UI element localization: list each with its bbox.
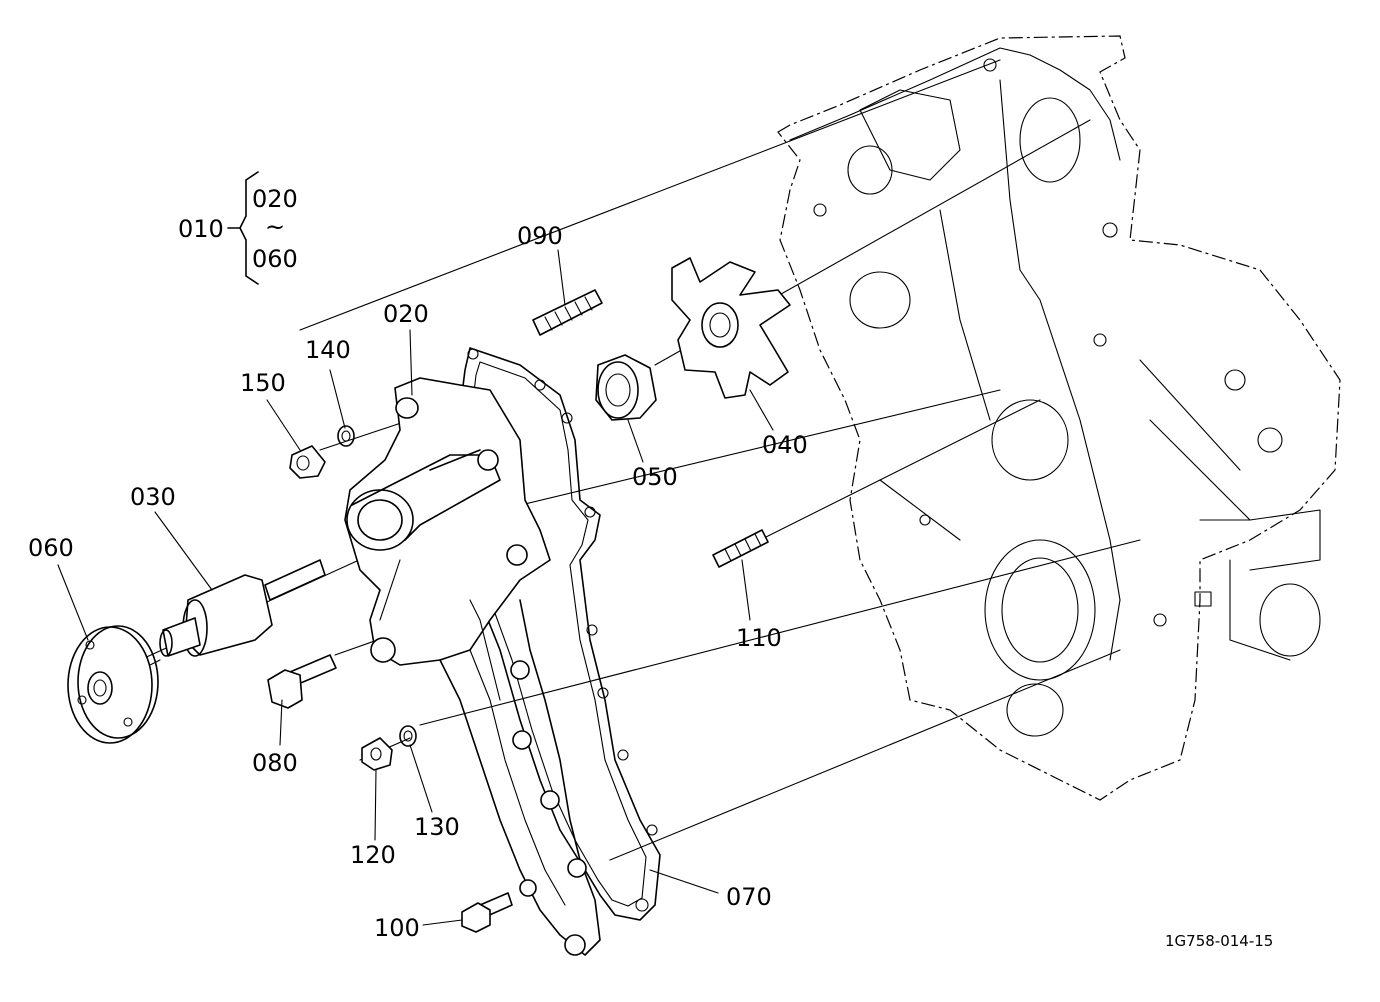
assembly-range-tilde: ~: [265, 213, 285, 241]
pump-body-020-drawing: [344, 377, 601, 956]
washer-140-drawing: [337, 425, 355, 447]
part-label-040[interactable]: 040: [762, 431, 808, 459]
part-label-060[interactable]: 060: [28, 534, 74, 562]
part-label-150[interactable]: 150: [240, 369, 286, 397]
part-labels: 010 020 ~ 060 090 020 140 150 050 040 03…: [28, 185, 1273, 950]
part-label-120[interactable]: 120: [350, 841, 396, 869]
bolt-080-drawing: [267, 654, 337, 709]
nut-150-drawing: [289, 445, 326, 479]
assembly-range-end-label[interactable]: 060: [252, 245, 298, 273]
bolt-100-drawing: [461, 892, 513, 933]
part-label-100[interactable]: 100: [374, 914, 420, 942]
part-label-080[interactable]: 080: [252, 749, 298, 777]
part-label-140[interactable]: 140: [305, 336, 351, 364]
part-label-020[interactable]: 020: [383, 300, 429, 328]
washer-130-drawing: [399, 725, 417, 747]
nut-120-drawing: [361, 737, 393, 771]
part-label-030[interactable]: 030: [130, 483, 176, 511]
seal-050-drawing: [595, 354, 657, 421]
flange-060-drawing: [67, 625, 159, 744]
stud-110-drawing: [712, 529, 769, 568]
part-label-050[interactable]: 050: [632, 463, 678, 491]
drawing-id: 1G758-014-15: [1165, 932, 1273, 950]
leader-lines: [57, 249, 774, 926]
assembly-range-start-label[interactable]: 020: [252, 185, 298, 213]
part-label-130[interactable]: 130: [414, 813, 460, 841]
assembly-centerlines: [79, 59, 1141, 861]
assembly-bracket: [227, 171, 259, 285]
stud-090-drawing: [532, 289, 603, 336]
part-label-070[interactable]: 070: [726, 883, 772, 911]
part-label-110[interactable]: 110: [736, 624, 782, 652]
part-label-090[interactable]: 090: [517, 222, 563, 250]
shaft-bearing-030-drawing: [159, 559, 326, 657]
impeller-040-drawing: [671, 257, 791, 399]
engine-gear-case: [777, 35, 1341, 801]
assembly-number-label[interactable]: 010: [178, 215, 224, 243]
